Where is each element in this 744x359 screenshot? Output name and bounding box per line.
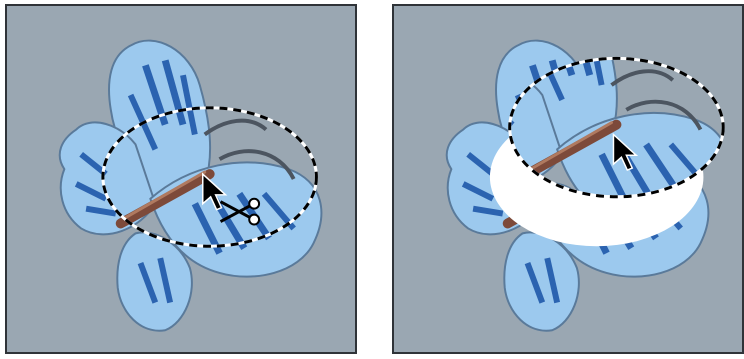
canvas-panel-cut[interactable] bbox=[5, 4, 357, 354]
canvas-panel-moved[interactable] bbox=[392, 4, 744, 354]
butterfly-image-moved bbox=[394, 6, 742, 352]
butterfly-image-cut bbox=[7, 6, 355, 352]
